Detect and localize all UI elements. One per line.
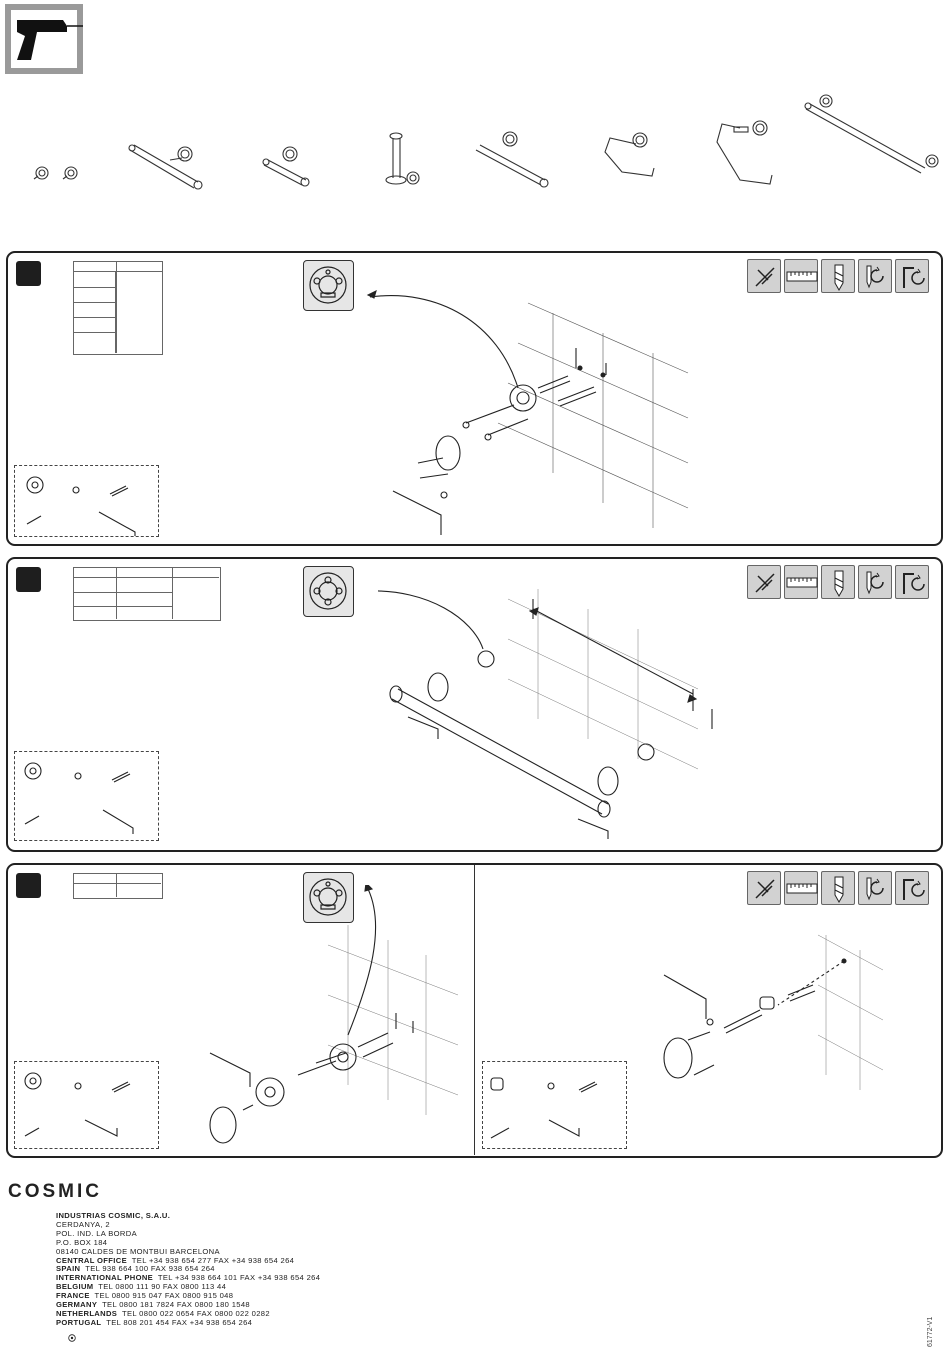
mounting-plate-detail	[303, 872, 354, 923]
product-long-roll-holder	[128, 144, 203, 190]
mounting-plate-detail	[303, 260, 354, 311]
parts-box-right	[482, 1061, 627, 1149]
company-street: CERDANYA, 2	[56, 1219, 110, 1229]
tools-row	[747, 871, 929, 905]
document-code: 61772-V1	[927, 1316, 934, 1347]
parts-box	[14, 465, 159, 537]
registered-mark-icon	[68, 1334, 76, 1342]
mounting-plate-detail	[303, 566, 354, 617]
screwdriver-icon	[858, 565, 892, 599]
screwdriver-icon	[858, 259, 892, 293]
ruler-icon	[784, 565, 818, 599]
compatibility-table	[73, 567, 221, 621]
contact-row: INTERNATIONAL PHONE TEL +34 938 664 101 …	[56, 1273, 321, 1283]
contact-row: NETHERLANDS TEL 0800 022 0654 FAX 0800 0…	[56, 1308, 270, 1318]
no-adhesive-icon	[747, 565, 781, 599]
product-lineup	[33, 94, 939, 190]
product-spare-roll-holder	[385, 132, 420, 185]
company-box: P.O. BOX 184	[56, 1237, 108, 1247]
compatibility-table	[73, 261, 163, 355]
installation-drawing	[378, 589, 713, 839]
tools-row	[747, 565, 929, 599]
company-address: INDUSTRIAS COSMIC, S.A.U. CERDANYA, 2 PO…	[56, 1211, 321, 1328]
contact-row: CENTRAL OFFICE TEL +34 938 654 277 FAX +…	[56, 1255, 295, 1265]
screwdriver-icon	[858, 871, 892, 905]
step-panel-3	[6, 863, 943, 1158]
contact-row: GERMANY TEL 0800 181 7824 FAX 0800 180 1…	[56, 1300, 250, 1310]
product-double-knob	[33, 166, 78, 180]
hex-key-icon	[895, 565, 929, 599]
product-paper-hook	[604, 132, 655, 177]
contact-row: BELGIUM TEL 0800 111 90 FAX 0800 113 44	[56, 1282, 227, 1292]
ruler-icon	[784, 871, 818, 905]
no-adhesive-icon	[747, 871, 781, 905]
tools-row	[747, 259, 929, 293]
hex-key-icon	[895, 259, 929, 293]
contact-row: FRANCE TEL 0800 915 047 FAX 0800 915 048	[56, 1291, 234, 1301]
contact-row: PORTUGAL TEL 808 201 454 FAX +34 938 654…	[56, 1317, 253, 1327]
drill-header-icon	[5, 4, 87, 74]
brand-logo: COSMIC	[8, 1181, 102, 1202]
panel-divider	[474, 865, 475, 1155]
installation-drawing-right	[663, 934, 884, 1090]
step-panel-2	[6, 557, 943, 852]
installation-drawing-left	[209, 885, 459, 1144]
step-badge	[16, 873, 41, 898]
drill-bit-icon	[821, 565, 855, 599]
hex-key-icon	[895, 871, 929, 905]
step-badge	[16, 567, 41, 592]
company-city: 08140 CALDES DE MONTBUI BARCELONA	[56, 1246, 220, 1256]
company-name: INDUSTRIAS COSMIC, S.A.U.	[56, 1211, 171, 1220]
parts-box	[14, 751, 159, 841]
company-area: POL. IND. LA BORDA	[56, 1228, 137, 1238]
product-towel-holder	[475, 131, 549, 188]
drill-bit-icon	[821, 871, 855, 905]
product-towel-ring	[716, 120, 773, 185]
step-badge	[16, 261, 41, 286]
installation-drawing	[366, 289, 689, 535]
drill-bit-icon	[821, 259, 855, 293]
ruler-icon	[784, 259, 818, 293]
parts-box-left	[14, 1061, 159, 1149]
step-panel-1	[6, 251, 943, 546]
product-short-holder	[262, 146, 310, 187]
product-towel-bar	[804, 94, 939, 174]
contact-row: SPAIN TEL 938 664 100 FAX 938 654 264	[56, 1264, 215, 1274]
compatibility-table	[73, 873, 163, 899]
no-adhesive-icon	[747, 259, 781, 293]
